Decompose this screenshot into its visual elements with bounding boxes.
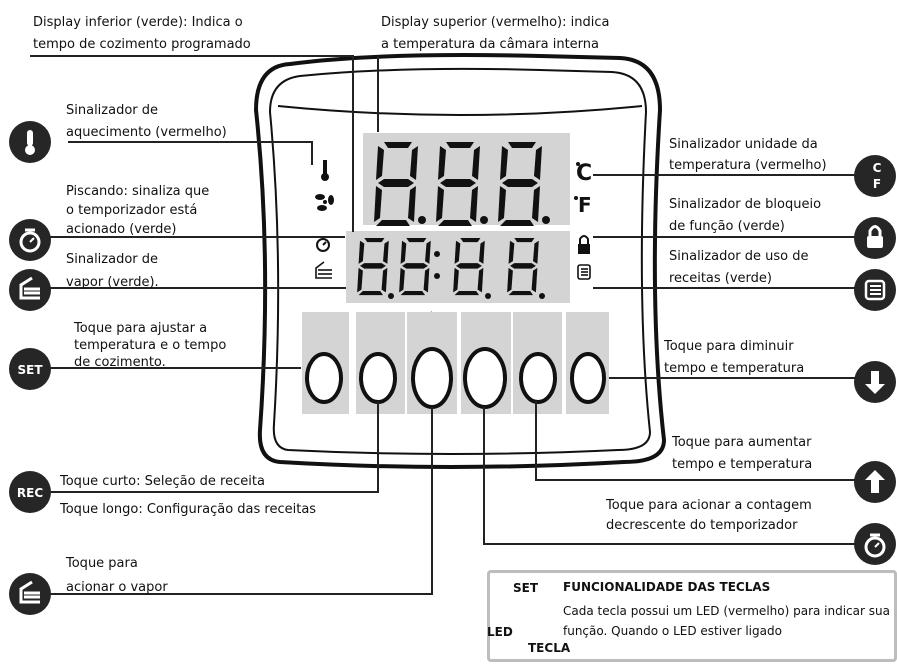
svg-text:F: F [873, 177, 881, 191]
label-contagem: Toque para acionar a contagem decrescent… [606, 498, 812, 533]
infobox-led-label: LED [487, 625, 513, 639]
panel-thermometer-icon [321, 160, 329, 181]
panel-fahrenheit-icon: F [574, 193, 592, 217]
label-vapor-sinal: Sinalizador de vapor (verde). [66, 252, 159, 290]
key-set-button[interactable] [305, 352, 343, 404]
recipe-icon [854, 269, 896, 311]
set-icon: SET [9, 348, 51, 390]
label-unidade: Sinalizador unidade da temperatura (verm… [669, 137, 827, 173]
label-rec-curto: Toque curto: Seleção de receita [60, 474, 265, 489]
panel-recipe-icon [577, 264, 591, 280]
label-set-desc: Toque para ajustar a temperatura e o tem… [74, 321, 227, 370]
panel-celsius-icon: C [576, 161, 592, 186]
panel-fan-icon [315, 194, 334, 211]
svg-text:C: C [873, 161, 882, 175]
arrow-down-icon [854, 361, 896, 403]
label-vapor-toque: Toque para acionar o vapor [66, 556, 168, 595]
leader-lines [30, 55, 857, 595]
key-up-button[interactable] [519, 352, 557, 404]
panel-frame-arc [277, 105, 643, 116]
label-piscando: Piscando: sinaliza que o temporizador es… [66, 184, 210, 237]
svg-text:C: C [576, 161, 592, 186]
label-aquecimento: Sinalizador de aquecimento (vermelho) [66, 103, 227, 140]
infobox-title: FUNCIONALIDADE DAS TECLAS [563, 580, 771, 594]
svg-text:REC: REC [17, 486, 43, 500]
timer-icon [854, 523, 896, 565]
lock-icon [854, 217, 896, 259]
label-aumentar: Toque para aumentar tempo e temperatura [672, 435, 813, 472]
panel-frame-inner [268, 67, 652, 455]
arrow-up-icon [854, 461, 896, 503]
key-rec-button[interactable] [359, 352, 397, 404]
celsius-fahrenheit-icon: C F [854, 155, 896, 197]
infobox-tecla-label: TECLA [528, 641, 571, 655]
infobox-desc: Cada tecla possui um LED (vermelho) para… [563, 604, 890, 638]
svg-text:SET: SET [17, 363, 43, 377]
label-bloqueio: Sinalizador de bloqueio de função (verde… [669, 197, 822, 234]
top-display-digits [374, 142, 550, 226]
svg-text:F: F [578, 193, 592, 217]
label-receitas-sinal: Sinalizador de uso de receitas (verde) [669, 249, 809, 286]
bottom-display-digits [357, 238, 545, 299]
key-steam-button[interactable] [411, 347, 453, 409]
panel-steam-icon [315, 261, 332, 279]
label-diminuir: Toque para diminuir tempo e temperatura [664, 339, 805, 376]
label-display-superior: Display superior (vermelho): indica a te… [381, 15, 610, 52]
key-timer-button[interactable] [463, 347, 507, 409]
panel-lock-icon [578, 235, 590, 254]
label-rec-longo: Toque longo: Configuração das receitas [60, 502, 317, 517]
steam-icon [9, 573, 51, 615]
label-display-inferior: Display inferior (verde): Indica o tempo… [33, 15, 251, 52]
infobox-set-label: SET [513, 581, 539, 595]
rec-icon: REC [9, 471, 51, 513]
infobox-funcionalidade: FUNCIONALIDADE DAS TECLAS Cada tecla pos… [487, 570, 897, 662]
steam-icon [9, 269, 51, 311]
key-down-button[interactable] [570, 352, 606, 404]
thermometer-icon [9, 121, 51, 163]
timer-icon [9, 219, 51, 261]
